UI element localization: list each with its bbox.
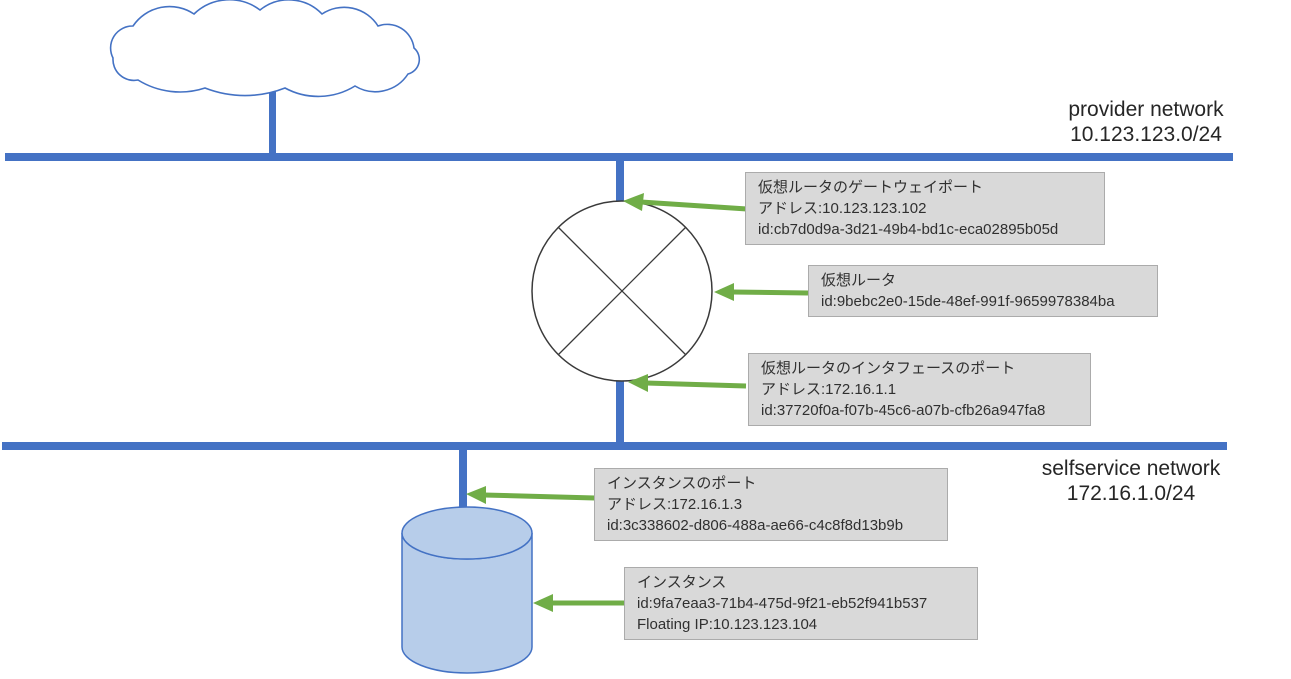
- arrow-router-interface-port: [628, 374, 747, 392]
- callout-line: アドレス:10.123.123.102: [758, 200, 927, 217]
- callout-line: 仮想ルータのインタフェースのポート: [761, 360, 1016, 377]
- provider-network-label: provider network 10.123.123.0/24: [1040, 97, 1252, 147]
- callout-router-interface-port: 仮想ルータのインタフェースのポート アドレス:172.16.1.1 id:377…: [748, 353, 1091, 426]
- callout-router: 仮想ルータ id:9bebc2e0-15de-48ef-991f-9659978…: [808, 265, 1158, 317]
- arrow-shaft: [483, 492, 596, 501]
- router-interface-connector: [616, 375, 624, 445]
- selfservice-network-cidr: 172.16.1.0/24: [1066, 482, 1196, 505]
- arrow-head: [628, 374, 648, 392]
- callout-line: id:37720f0a-f07b-45c6-a07b-cfb26a947fa8: [761, 402, 1046, 419]
- internet-cloud-icon: [109, 0, 421, 98]
- selfservice-network-bar: [2, 442, 1227, 450]
- callout-line: id:cb7d0d9a-3d21-49b4-bd1c-eca02895b05d: [758, 221, 1059, 238]
- arrow-head: [714, 283, 734, 301]
- callout-line: Floating IP:10.123.123.104: [637, 616, 818, 633]
- arrow-instance: [533, 594, 625, 612]
- callout-line: アドレス:172.16.1.3: [607, 496, 743, 513]
- provider-network-bar: [5, 153, 1233, 161]
- router-x-line-2: [557, 226, 687, 356]
- callout-line: インスタンスのポート: [607, 475, 757, 492]
- cloud-connector: [269, 85, 276, 157]
- callout-line: アドレス:172.16.1.1: [761, 381, 897, 398]
- callout-instance-port: インスタンスのポート アドレス:172.16.1.3 id:3c338602-d…: [594, 468, 948, 541]
- instance-connector: [459, 448, 467, 512]
- arrow-head: [533, 594, 553, 612]
- callout-line: 仮想ルータのゲートウェイポート: [758, 179, 984, 196]
- instance-cylinder-top: [401, 506, 533, 560]
- provider-network-cidr: 10.123.123.0/24: [1070, 123, 1222, 146]
- arrow-shaft: [640, 199, 748, 212]
- arrow-router: [714, 283, 809, 301]
- arrow-instance-port: [466, 486, 596, 504]
- callout-instance: インスタンス id:9fa7eaa3-71b4-475d-9f21-eb52f9…: [624, 567, 978, 640]
- callout-line: id:3c338602-d806-488a-ae66-c4c8f8d13b9b: [607, 517, 904, 534]
- arrow-head: [466, 486, 486, 504]
- arrow-shaft: [731, 289, 809, 296]
- callout-router-gateway-port: 仮想ルータのゲートウェイポート アドレス:10.123.123.102 id:c…: [745, 172, 1105, 245]
- arrow-head: [623, 193, 644, 211]
- provider-network-name: provider network: [1068, 98, 1224, 121]
- arrow-router-gateway-port: [623, 193, 748, 212]
- arrow-shaft: [645, 380, 747, 389]
- callout-line: id:9fa7eaa3-71b4-475d-9f21-eb52f941b537: [637, 595, 928, 612]
- callout-line: id:9bebc2e0-15de-48ef-991f-9659978384ba: [821, 293, 1115, 310]
- selfservice-network-label: selfservice network 172.16.1.0/24: [1015, 456, 1247, 506]
- callout-line: インスタンス: [637, 574, 727, 591]
- selfservice-network-name: selfservice network: [1041, 457, 1221, 480]
- callout-line: 仮想ルータ: [821, 272, 897, 289]
- router-gateway-connector: [616, 158, 624, 208]
